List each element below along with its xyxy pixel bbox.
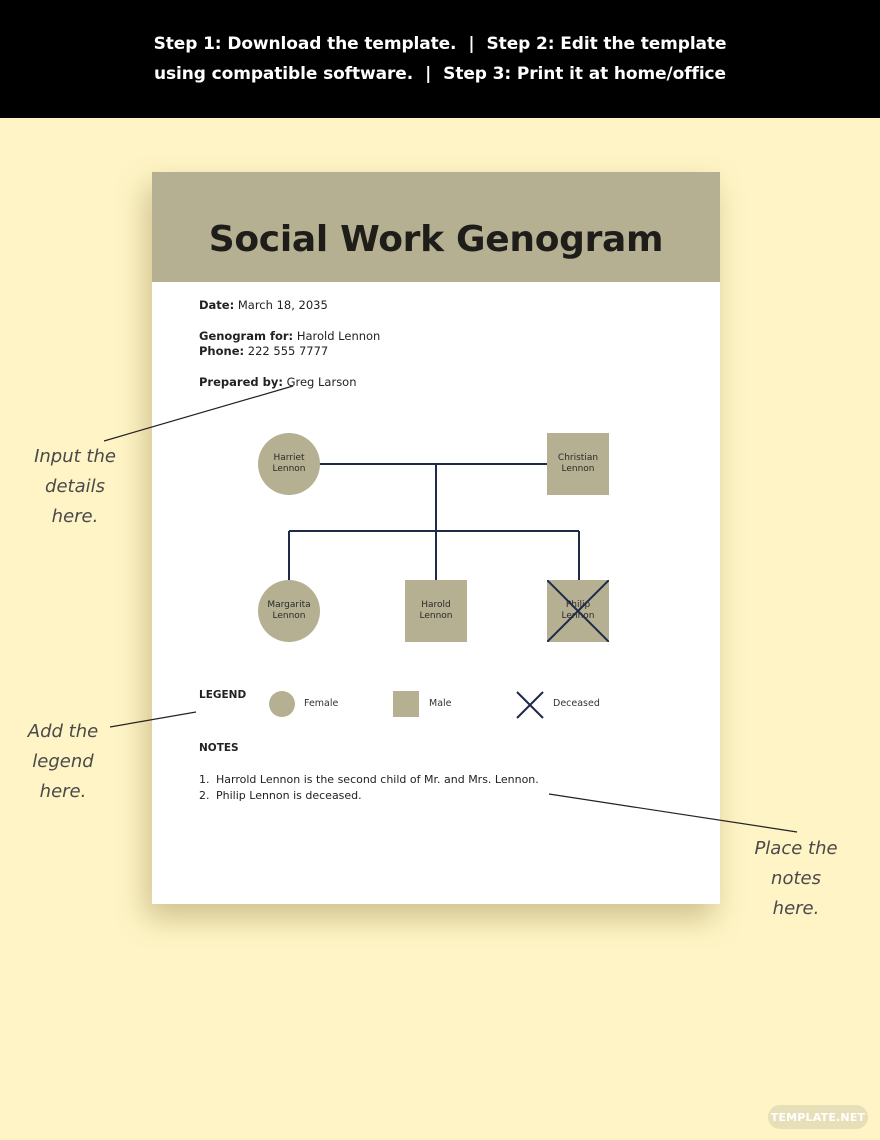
genogram-for-value: Harold Lennon: [296, 329, 381, 343]
genogram-for-label: Genogram for:: [199, 329, 294, 343]
node-first-name: Harriet: [273, 453, 305, 463]
phone-label: Phone:: [199, 344, 245, 358]
node-last-name: Lennon: [272, 611, 306, 621]
step-3-text: Step 3: Print it at home/office: [443, 64, 726, 84]
notes-annotation: Place the notes here.: [754, 838, 838, 919]
document-title: Social Work Genogram: [208, 218, 664, 260]
date-value: March 18, 2035: [237, 298, 328, 312]
notes-list: 1.Harrold Lennon is the second child of …: [199, 772, 539, 804]
node-last-name: Lennon: [272, 464, 306, 474]
node-first-name: Harold: [421, 600, 451, 610]
date-label: Date:: [199, 298, 235, 312]
phone-value: 222 555 7777: [247, 344, 329, 358]
legend-deceased-label: Deceased: [553, 698, 600, 709]
legend-female-label: Female: [304, 698, 339, 709]
genogram-connector-lines: [288, 463, 580, 580]
note-item: 2.Philip Lennon is deceased.: [199, 789, 362, 802]
node-last-name: Lennon: [561, 464, 595, 474]
node-last-name: Lennon: [419, 611, 453, 621]
document-header: Social Work Genogram: [152, 172, 720, 282]
legend-male-square-icon: [393, 691, 419, 717]
deceased-cross-icon: [547, 580, 609, 642]
legend-annotation: Add the legend here.: [27, 721, 99, 802]
legend-male-label: Male: [429, 698, 452, 709]
legend-female-circle-icon: [269, 691, 295, 717]
separator: |: [468, 34, 475, 54]
step-2-continued-text: using compatible software.: [154, 64, 414, 84]
step-2-text: Step 2: Edit the template: [486, 34, 727, 54]
details-annotation: Input the details here.: [34, 446, 116, 527]
legend-title: LEGEND: [199, 689, 247, 701]
template-net-watermark: TEMPLATE.NET: [768, 1105, 868, 1129]
genogram-document: Social Work Genogram Date: March 18, 203…: [152, 172, 720, 904]
genogram-for-field: Genogram for: Harold Lennon: [199, 328, 380, 344]
node-first-name: Christian: [557, 453, 599, 463]
note-item: 1.Harrold Lennon is the second child of …: [199, 773, 539, 786]
prepared-by-value: Greg Larson: [286, 375, 357, 389]
instruction-line-2: using compatible software. | Step 3: Print…: [154, 59, 726, 89]
step-1-text: Step 1: Download the template.: [153, 34, 457, 54]
notes-title: NOTES: [199, 742, 239, 754]
legend-deceased-cross-icon: [516, 691, 544, 719]
date-field: Date: March 18, 2035: [199, 297, 328, 313]
node-first-name: Philip: [565, 600, 591, 610]
instruction-banner: Step 1: Download the template. | Step 2: E…: [0, 0, 880, 118]
node-first-name: Margarita: [267, 600, 311, 610]
instruction-line-1: Step 1: Download the template. | Step 2: E…: [154, 29, 727, 59]
separator: |: [425, 64, 432, 84]
phone-field: Phone: 222 555 7777: [199, 343, 328, 359]
node-last-name: Lennon: [561, 611, 595, 621]
